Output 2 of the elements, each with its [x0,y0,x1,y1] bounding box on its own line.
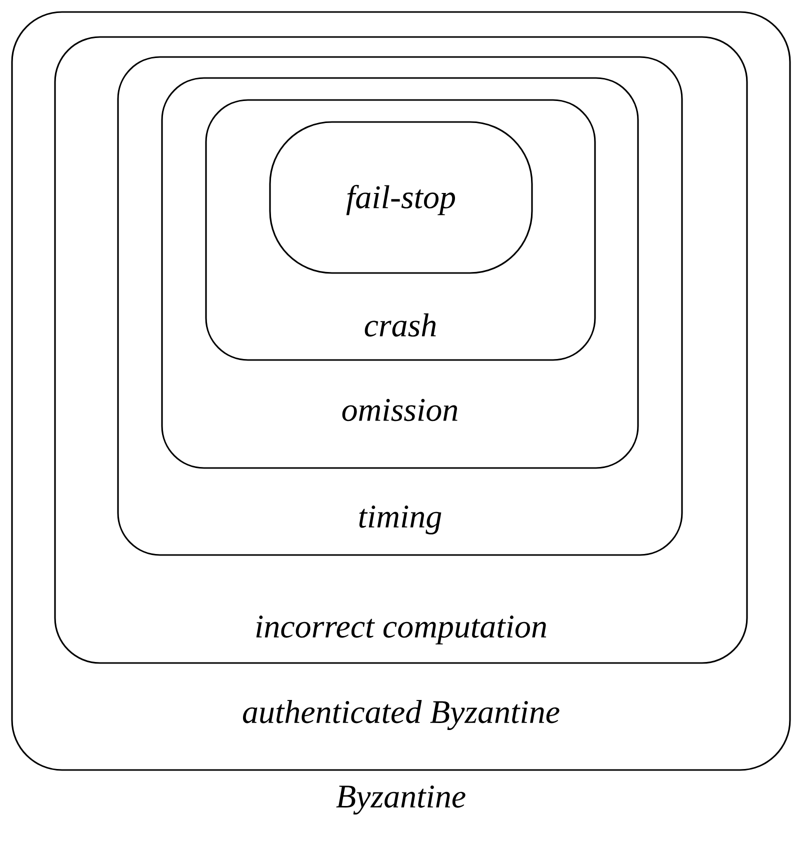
set-label: Byzantine [336,786,466,814]
fail-stop-box: fail-stop [269,121,533,274]
